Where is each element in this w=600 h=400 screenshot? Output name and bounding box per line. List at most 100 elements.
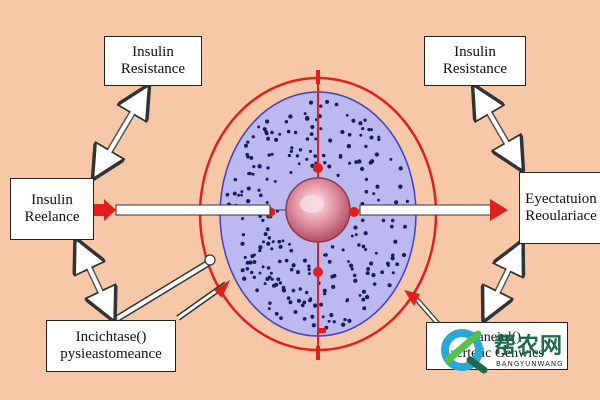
particle-dot xyxy=(241,217,245,221)
particle-dot xyxy=(252,260,257,264)
particle-dot xyxy=(327,259,332,264)
particle-dot xyxy=(303,112,307,116)
particle-dot xyxy=(318,104,323,108)
particle-dot xyxy=(348,161,352,165)
particle-dot xyxy=(257,125,261,129)
particle-dot xyxy=(277,259,282,264)
particle-dot xyxy=(287,153,291,158)
particle-dot xyxy=(362,289,366,294)
label-top-left: Insulin Resistance xyxy=(104,36,202,86)
particle-dot xyxy=(308,100,314,105)
particle-dot xyxy=(263,232,268,237)
particle-dot xyxy=(245,267,250,271)
particle-dot xyxy=(257,164,262,169)
particle-dot xyxy=(275,209,279,213)
particle-dot xyxy=(271,240,275,244)
label-right-line2: Reoulariace xyxy=(525,208,597,224)
particle-dot xyxy=(281,239,285,243)
particle-dot xyxy=(302,300,307,305)
particle-dot xyxy=(255,288,259,293)
particle-dot xyxy=(266,241,271,246)
particle-dot xyxy=(321,315,325,319)
particle-dot xyxy=(250,270,254,275)
label-top-right-line1: Insulin xyxy=(454,43,496,60)
particle-dot xyxy=(386,261,390,266)
particle-dot xyxy=(289,149,294,154)
particle-dot xyxy=(240,268,245,273)
particle-dot xyxy=(237,193,241,197)
node-top xyxy=(313,163,323,173)
particle-dot xyxy=(352,273,357,278)
particle-dot xyxy=(389,224,394,229)
particle-dot xyxy=(258,193,263,198)
particle-dot xyxy=(264,130,268,134)
particle-dot xyxy=(298,148,303,152)
particle-dot xyxy=(274,282,279,287)
particle-dot xyxy=(246,186,251,191)
particle-dot xyxy=(338,155,343,159)
watermark-subtext: BANGYUNWANG xyxy=(496,360,564,368)
particle-dot xyxy=(304,290,309,295)
particle-dot xyxy=(245,260,250,265)
particle-dot xyxy=(372,282,377,286)
particle-dot xyxy=(366,266,371,271)
particle-dot xyxy=(322,288,327,293)
label-right-line1: Eyectatuion xyxy=(525,190,597,207)
particle-dot xyxy=(291,288,296,293)
particle-dot xyxy=(365,271,370,276)
particle-dot xyxy=(274,311,279,316)
particle-dot xyxy=(252,275,256,279)
particle-dot xyxy=(347,260,350,263)
particle-dot xyxy=(374,251,378,255)
particle-dot xyxy=(288,242,291,246)
watermark: 帮农网 BANGYUNWANG xyxy=(434,326,588,374)
particle-dot xyxy=(251,172,255,176)
particle-dot xyxy=(289,170,293,175)
particle-dot xyxy=(377,137,381,142)
particle-dot xyxy=(341,322,346,327)
particle-dot xyxy=(279,316,283,320)
particle-dot xyxy=(284,119,289,124)
particle-dot xyxy=(363,118,367,122)
particle-dot xyxy=(354,233,358,237)
syringe-icon xyxy=(116,254,230,321)
particle-dot xyxy=(350,234,354,238)
particle-dot xyxy=(293,130,298,135)
particle-dot xyxy=(288,300,293,305)
label-top-right-line2: Resistance xyxy=(442,61,508,77)
node-bottom xyxy=(313,267,323,277)
particle-dot xyxy=(331,284,336,290)
particle-dot xyxy=(266,136,271,141)
particle-dot xyxy=(311,323,317,328)
particle-dot xyxy=(371,273,376,278)
particle-dot xyxy=(332,273,337,278)
particle-dot xyxy=(369,128,374,132)
particle-dot xyxy=(358,293,362,297)
particle-dot xyxy=(300,303,305,308)
particle-dot xyxy=(336,173,340,178)
particle-dot xyxy=(364,247,368,252)
particle-dot xyxy=(361,244,366,249)
particle-dot xyxy=(265,201,269,204)
particle-dot xyxy=(359,133,363,137)
particle-dot xyxy=(357,159,362,164)
particle-dot xyxy=(325,99,330,104)
particle-dot xyxy=(319,127,323,131)
left-input-arrow xyxy=(90,199,271,221)
particle-dot xyxy=(289,267,294,272)
particle-dot xyxy=(265,227,270,232)
particle-dot xyxy=(265,177,269,181)
particle-dot xyxy=(381,218,386,223)
particle-dot xyxy=(361,126,365,131)
particle-dot xyxy=(318,114,322,118)
particle-dot xyxy=(363,231,368,236)
particle-dot xyxy=(372,192,376,196)
watermark-text: 帮农网 xyxy=(494,334,564,359)
particle-dot xyxy=(240,190,244,194)
particle-dot xyxy=(277,239,282,244)
particle-dot xyxy=(249,155,254,160)
particle-dot xyxy=(387,283,392,288)
particle-dot xyxy=(390,218,395,223)
particle-dot xyxy=(362,306,367,311)
top-tick xyxy=(316,70,320,84)
